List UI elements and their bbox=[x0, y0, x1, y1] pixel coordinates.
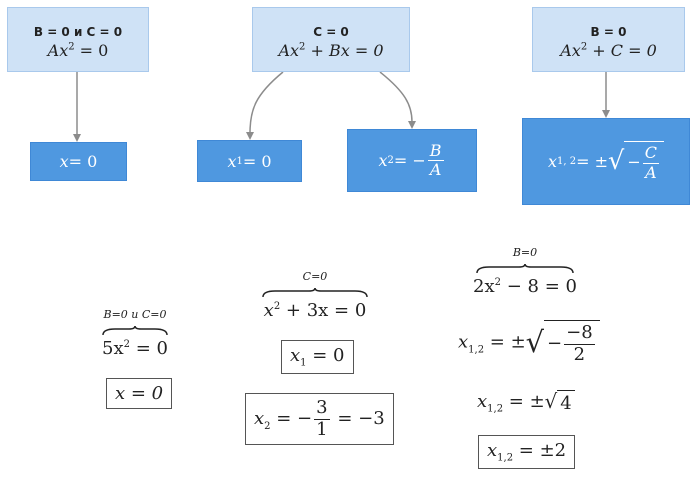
overbrace bbox=[476, 263, 574, 274]
arrow-case2-right bbox=[379, 71, 413, 123]
example2: C=0 x2 + 3x = 0 bbox=[255, 270, 375, 321]
overbrace bbox=[102, 325, 168, 336]
example2-equation: x2 + 3x = 0 bbox=[263, 300, 367, 321]
condition-box-case3: B = 0 Ax2 + C = 0 bbox=[532, 7, 685, 72]
example1: B=0 и C=0 5x2 = 0 bbox=[85, 308, 185, 359]
example3-step2: x1,2 = ±√4 bbox=[477, 390, 575, 415]
example3: B=0 2x2 − 8 = 0 bbox=[465, 246, 585, 297]
result-box-case1: x = 0 bbox=[30, 142, 127, 181]
condition-box-case2: C = 0 Ax2 + Bx = 0 bbox=[252, 7, 410, 72]
condition-box-case1: B = 0 и C = 0 Ax2 = 0 bbox=[7, 7, 149, 72]
equation: Ax2 = 0 bbox=[47, 41, 109, 60]
condition-label: B = 0 и C = 0 bbox=[33, 25, 123, 39]
arrow-case2-left bbox=[249, 71, 284, 134]
example1-answer: x = 0 bbox=[106, 378, 173, 409]
example1-equation: 5x2 = 0 bbox=[102, 338, 168, 359]
condition-label: B = 0 bbox=[590, 25, 627, 39]
condition-label: C = 0 bbox=[313, 25, 349, 39]
example3-equation: 2x2 − 8 = 0 bbox=[473, 276, 577, 297]
example3-answer: x1,2 = ±2 bbox=[478, 435, 576, 469]
brace-label: B=0 bbox=[512, 246, 538, 259]
example2-answer1: x1 = 0 bbox=[281, 340, 354, 374]
equation: Ax2 + C = 0 bbox=[560, 41, 657, 60]
overbrace bbox=[262, 287, 368, 298]
brace-label: B=0 и C=0 bbox=[103, 308, 167, 321]
equation: Ax2 + Bx = 0 bbox=[278, 41, 384, 60]
brace-label: C=0 bbox=[302, 270, 328, 283]
